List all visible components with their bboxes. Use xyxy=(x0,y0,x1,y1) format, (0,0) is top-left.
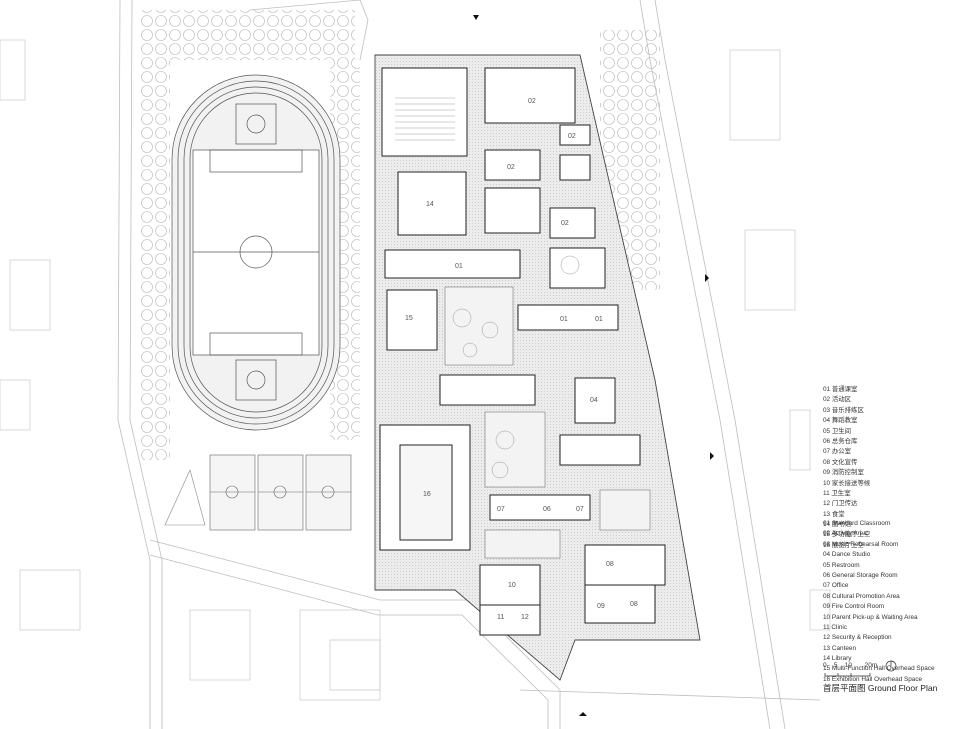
room-label: 02 xyxy=(568,133,576,140)
legend-item: 07 Office xyxy=(823,582,849,590)
legend-item: 08 文化宣传 xyxy=(823,458,858,466)
room-label: 09 xyxy=(597,603,605,610)
scale-tick: 0 xyxy=(823,662,827,669)
courtyards xyxy=(444,286,651,559)
legend-item: 01 普通课室 xyxy=(823,386,858,393)
room-label: 08 xyxy=(606,561,614,568)
room-label: 07 xyxy=(576,506,584,513)
legend-item: 14 Library xyxy=(823,655,852,663)
legend-item: 14 图书馆 xyxy=(823,521,852,529)
room-label: 11 xyxy=(497,614,504,621)
room-label: 01 xyxy=(595,316,603,323)
legend-item: 09 消防控制室 xyxy=(823,469,864,477)
room-label: 06 xyxy=(543,506,551,513)
legend-item: 03 音乐排练区 xyxy=(823,406,864,414)
scale-tick: 10 xyxy=(844,662,852,669)
legend-cn: 01 普通课室 02 活动区 03 音乐排练区 04 舞蹈教室 05 卫生间 0… xyxy=(823,385,870,551)
legend-item: 12 门卫传达 xyxy=(823,500,858,508)
room-label: 10 xyxy=(508,582,516,589)
hall-seating xyxy=(395,97,455,141)
legend-item: 08 Cultural Promotion Area xyxy=(823,592,900,600)
legend-item: 16 Exhibition Hall Overhead Space xyxy=(823,675,923,683)
scale-tick: 5 xyxy=(833,662,838,669)
legend-item: 06 General Storage Room xyxy=(823,571,898,579)
legend-en: 01 Standard Classroom 02 Activity Area 0… xyxy=(823,519,935,685)
legend-item: 09 Fire Control Room xyxy=(823,603,885,611)
school-buildings xyxy=(379,67,666,636)
legend-item: 10 家长接送等候 xyxy=(823,479,871,487)
legend-item: 15 多功能厅上空 xyxy=(823,531,871,539)
legend-item: 05 卫生间 xyxy=(823,427,852,435)
room-label: 01 xyxy=(455,263,463,270)
legend-item: 02 Activity Area xyxy=(823,530,867,538)
room-label: 14 xyxy=(426,201,434,208)
basketball-courts xyxy=(209,454,352,531)
room-label: 02 xyxy=(561,220,569,227)
legend-item: 01 Standard Classroom xyxy=(823,520,891,527)
north-arrow-icon xyxy=(885,660,897,672)
legend-item: 11 Clinic xyxy=(823,623,848,631)
legend-item: 07 办公室 xyxy=(823,448,852,456)
legend-item: 12 Security & Reception xyxy=(823,634,892,642)
room-label: 02 xyxy=(507,164,515,171)
triangle-plaza xyxy=(164,469,206,526)
legend-item: 13 食堂 xyxy=(823,510,845,518)
legend-item: 02 活动区 xyxy=(823,396,852,404)
context-buildings xyxy=(0,39,831,701)
room-label: 02 xyxy=(528,98,536,105)
legend-item: 13 Canteen xyxy=(823,644,857,652)
room-labels: 02 02 02 02 14 01 15 01 01 04 16 07 06 0… xyxy=(405,98,638,621)
legend-item: 10 Parent Pick-up & Waiting Area xyxy=(823,613,918,621)
legend-item: 16 展览厅上空 xyxy=(823,541,864,549)
room-label: 16 xyxy=(423,491,431,498)
legend-item: 05 Restroom xyxy=(823,561,860,569)
scale-labels: 0 5 10 20m xyxy=(823,662,877,669)
courtyard-trees xyxy=(452,255,580,479)
legend-item: 03 Music Rehearsal Room xyxy=(823,540,899,548)
room-label: 01 xyxy=(560,316,568,323)
legend-item: 15 Multi-Function Hall Overhead Space xyxy=(823,665,935,673)
room-label: 12 xyxy=(521,614,529,621)
scale-bar xyxy=(824,673,871,677)
scale-tick: 20m xyxy=(864,662,878,669)
legend-item: 04 Dance Studio xyxy=(823,551,871,559)
entrance-arrow-icon xyxy=(473,15,714,716)
running-track xyxy=(171,74,341,431)
drawing-title: 首层平面图 Ground Floor Plan xyxy=(823,683,938,693)
legend-item: 04 舞蹈教室 xyxy=(823,417,858,425)
room-label: 15 xyxy=(405,315,413,322)
room-label: 08 xyxy=(630,601,638,608)
legend-item: 06 总务仓库 xyxy=(823,437,858,445)
legend-item: 11 卫生室 xyxy=(823,489,851,497)
room-label: 04 xyxy=(590,397,598,404)
room-label: 07 xyxy=(497,506,505,513)
